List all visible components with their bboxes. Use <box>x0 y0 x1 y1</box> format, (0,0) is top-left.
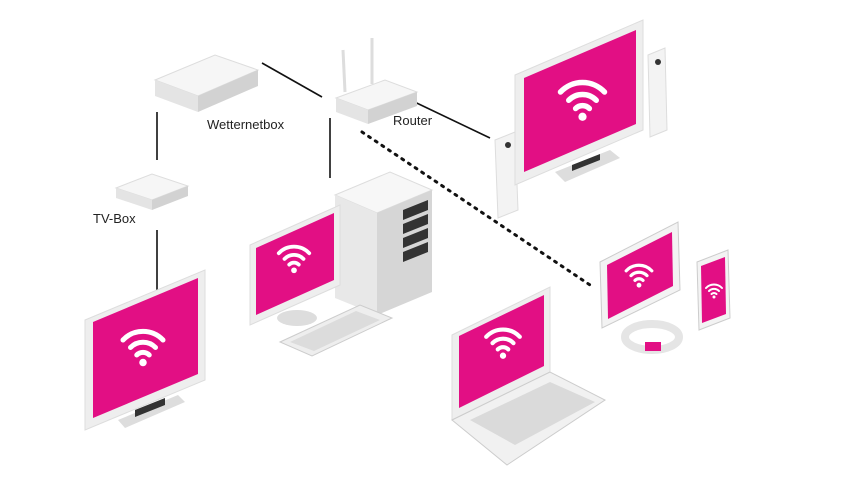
tv-box-label: TV-Box <box>93 211 136 226</box>
smartwatch-band <box>621 320 683 354</box>
tv-left <box>84 269 206 431</box>
smartphone <box>696 249 731 331</box>
wetternetbox-device <box>153 54 260 112</box>
tv-box-device <box>114 173 190 210</box>
desktop-pc <box>249 171 434 357</box>
wetternetbox-label: Wetternetbox <box>207 117 285 132</box>
laptop <box>451 286 606 466</box>
line-wireless-dotted <box>360 130 592 287</box>
router-label: Router <box>393 113 433 128</box>
tablet <box>599 221 681 329</box>
home-theater <box>494 19 668 219</box>
line-wetternetbox-router <box>261 62 323 98</box>
router-device <box>334 38 419 124</box>
